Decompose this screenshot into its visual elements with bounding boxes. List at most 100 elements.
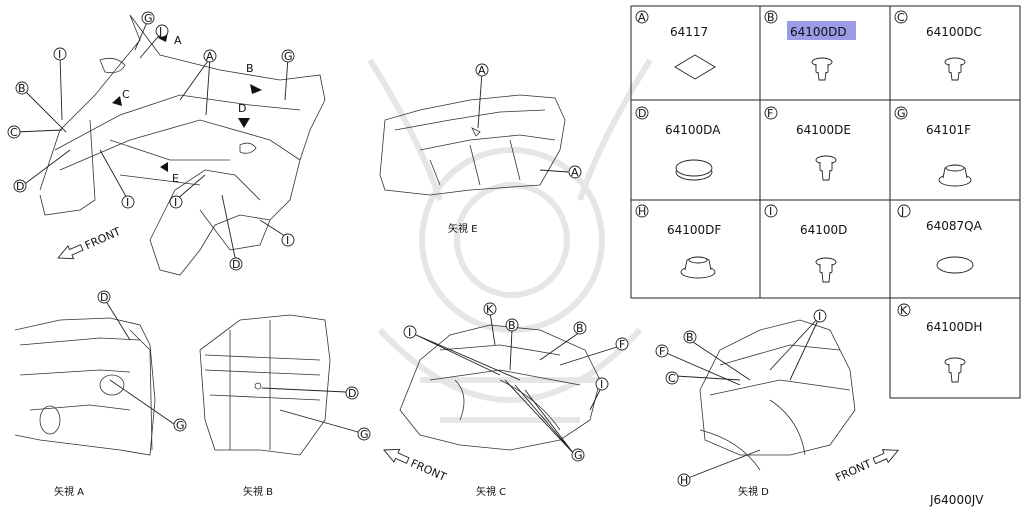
svg-text:A: A	[206, 50, 214, 63]
svg-text:K: K	[900, 304, 908, 317]
callout-g: G	[571, 448, 585, 462]
svg-text:G: G	[360, 428, 369, 441]
svg-text:F: F	[659, 345, 665, 358]
part-number: 64100DH	[926, 320, 982, 334]
clip-icon	[944, 57, 966, 81]
svg-text:A: A	[638, 11, 646, 24]
clip-icon	[811, 57, 833, 81]
part-number: 64101F	[926, 123, 971, 137]
callout-g: G	[141, 11, 155, 25]
front-arrow-main: FRONT	[57, 225, 123, 260]
svg-text:K: K	[486, 303, 494, 316]
callout-i: I	[281, 233, 295, 247]
part-number: 64117	[670, 25, 708, 39]
callout-i: I	[121, 195, 135, 209]
clip-icon	[815, 155, 837, 181]
table-cell-k[interactable]: K 64100DH	[897, 303, 982, 383]
oval-seal-icon	[936, 256, 974, 274]
grommet-icon	[680, 256, 716, 279]
svg-text:G: G	[144, 12, 153, 25]
front-label: FRONT	[83, 225, 123, 252]
table-cell-c[interactable]: C 64100DC	[894, 10, 982, 81]
svg-text:I: I	[408, 326, 411, 339]
svg-text:C: C	[668, 372, 676, 385]
parts-table: A 64117 B 64100DD C 64100DC	[630, 5, 1021, 399]
svg-text:G: G	[284, 50, 293, 63]
plug-icon	[675, 159, 713, 181]
svg-text:I: I	[769, 205, 772, 218]
svg-text:I: I	[818, 310, 821, 323]
front-label: FRONT	[834, 457, 874, 484]
svg-text:J: J	[900, 205, 904, 218]
callout-f: F	[655, 344, 669, 358]
callout-g: G	[173, 418, 187, 432]
clip-icon	[944, 357, 966, 383]
svg-text:D: D	[638, 107, 646, 120]
callout-b: B	[505, 318, 519, 332]
front-arrow-view-d: FRONT	[834, 449, 900, 484]
svg-text:G: G	[897, 107, 906, 120]
callout-i: I	[813, 309, 827, 323]
main-view-leaders	[15, 19, 289, 263]
part-number: 64100DA	[665, 123, 721, 137]
callout-d: D	[229, 257, 243, 271]
callout-d: D	[345, 386, 359, 400]
svg-text:G: G	[574, 449, 583, 462]
part-number: 64100DE	[796, 123, 851, 137]
svg-text:B: B	[18, 82, 26, 95]
view-d-caption: 矢視 D	[738, 485, 769, 498]
callout-d: D	[97, 290, 111, 304]
callout-h: H	[677, 473, 691, 487]
view-e-drawing	[379, 71, 569, 196]
view-a-drawing	[14, 297, 175, 456]
table-cell-f[interactable]: F 64100DE	[764, 106, 851, 181]
svg-text:B: B	[767, 11, 775, 24]
table-cell-i[interactable]: I 64100D	[764, 204, 847, 283]
svg-text:I: I	[58, 48, 61, 61]
front-label: FRONT	[409, 457, 449, 484]
svg-text:I: I	[600, 378, 603, 391]
clip-icon	[815, 257, 837, 283]
view-arrow-a-label: A	[174, 34, 182, 47]
callout-a: A	[475, 63, 489, 77]
diamond-seal-icon	[674, 54, 716, 80]
callout-c: C	[665, 371, 679, 385]
view-b-drawing	[199, 314, 359, 456]
svg-text:D: D	[232, 258, 240, 271]
callout-b: B	[573, 321, 587, 335]
svg-text:I: I	[174, 196, 177, 209]
view-d-drawing	[663, 315, 856, 479]
callout-j: J	[155, 24, 169, 38]
svg-text:B: B	[508, 319, 516, 332]
svg-text:I: I	[286, 234, 289, 247]
view-arrow-b-label: B	[246, 62, 254, 75]
table-cell-b[interactable]: B 64100DD	[764, 10, 856, 81]
svg-text:B: B	[686, 331, 694, 344]
callout-a: A	[203, 49, 217, 63]
svg-text:D: D	[16, 180, 24, 193]
table-cell-g[interactable]: G 64101F	[894, 106, 972, 187]
diagram-id: J64000JV	[929, 493, 984, 507]
view-arrow-labels: A B C D E	[122, 34, 254, 185]
svg-text:C: C	[897, 11, 905, 24]
front-arrow-view-c: FRONT	[383, 448, 449, 484]
callout-c: C	[7, 125, 21, 139]
part-number: 64100D	[800, 223, 847, 237]
table-cell-h[interactable]: H 64100DF	[635, 204, 721, 279]
view-arrow-e-label: E	[172, 172, 179, 185]
callout-i: I	[403, 325, 417, 339]
view-arrow-d-label: D	[238, 102, 246, 115]
callout-a: A	[568, 165, 582, 179]
svg-text:C: C	[10, 126, 18, 139]
table-cell-d[interactable]: D 64100DA	[635, 106, 721, 181]
table-cell-j[interactable]: J 64087QA	[897, 204, 983, 274]
svg-text:I: I	[126, 196, 129, 209]
view-c-caption: 矢視 C	[476, 485, 506, 498]
svg-text:D: D	[100, 291, 108, 304]
svg-text:A: A	[571, 166, 579, 179]
grommet-icon	[938, 164, 972, 187]
table-cell-a[interactable]: A 64117	[635, 10, 716, 80]
part-number: 64100DD	[790, 25, 847, 39]
svg-text:G: G	[176, 419, 185, 432]
